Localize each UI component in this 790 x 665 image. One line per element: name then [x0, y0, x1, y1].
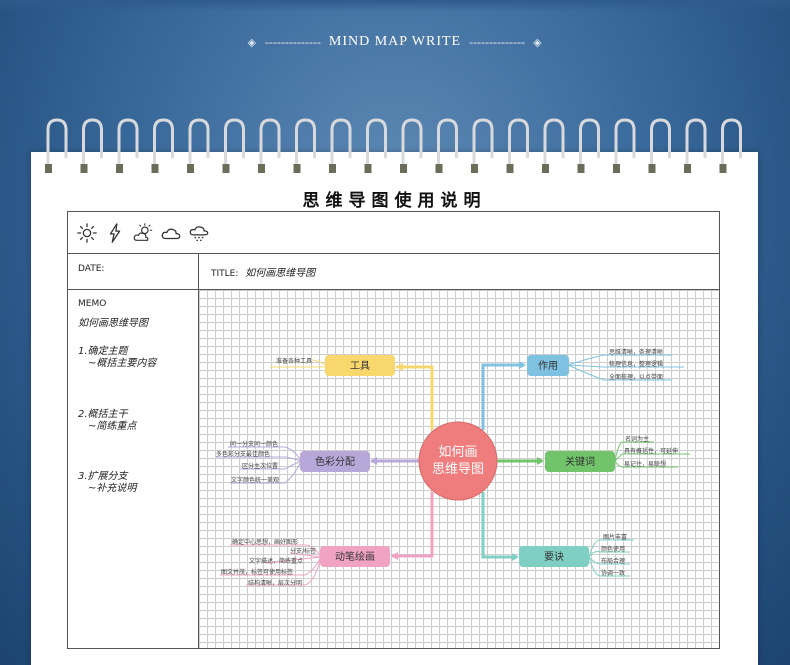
- spiral-ring: [613, 118, 636, 173]
- partly-cloudy-icon[interactable]: [132, 222, 154, 244]
- memo-line: 2.概括主干: [78, 409, 128, 420]
- spiral-ring: [506, 118, 529, 173]
- memo-line: ~概括主要内容: [88, 358, 157, 369]
- sun-icon[interactable]: [76, 222, 98, 244]
- memo-line: ~补充说明: [88, 483, 137, 494]
- date-label: DATE:: [78, 264, 105, 274]
- spiral-ring: [258, 118, 281, 173]
- worksheet: DATE: TITLE: 如何画思维导图 MEMO 如何画思维导图 1.确定主题…: [67, 211, 720, 649]
- spiral-ring: [648, 118, 671, 173]
- rain-icon[interactable]: [188, 222, 210, 244]
- spiral-ring: [684, 118, 707, 173]
- spiral-ring: [577, 118, 600, 173]
- spiral-ring: [435, 118, 458, 173]
- spiral-ring: [45, 118, 68, 173]
- spiral-ring: [116, 118, 139, 173]
- diamond-icon-left: ◈: [247, 36, 257, 49]
- cloud-icon[interactable]: [160, 222, 182, 244]
- memo-line: 如何画思维导图: [78, 318, 148, 329]
- banner-title: MIND MAP WRITE: [328, 34, 462, 49]
- spiral-binding: [45, 118, 742, 173]
- title-value: 如何画思维导图: [245, 268, 316, 279]
- memo-line: 1.确定主题: [78, 346, 128, 357]
- spiral-ring: [80, 118, 103, 173]
- diamond-icon-right: ◈: [533, 36, 543, 49]
- weather-row: [68, 212, 719, 254]
- memo-label: MEMO: [78, 299, 107, 309]
- header-band: [0, 0, 790, 12]
- memo-column: MEMO 如何画思维导图 1.确定主题 ~概括主要内容 2.概括主干 ~简练重点…: [68, 290, 199, 648]
- spiral-ring: [222, 118, 245, 173]
- banner-left-dashes: --------------: [264, 34, 321, 49]
- date-title-row: DATE: TITLE: 如何画思维导图: [68, 254, 719, 290]
- spiral-ring: [293, 118, 316, 173]
- banner: ◈ -------------- MIND MAP WRITE --------…: [0, 34, 790, 50]
- spiral-ring: [151, 118, 174, 173]
- title-label: TITLE:: [211, 269, 239, 279]
- memo-line: 3.扩展分支: [78, 471, 128, 482]
- date-field[interactable]: DATE:: [68, 254, 199, 290]
- spiral-ring: [329, 118, 352, 173]
- lightning-icon[interactable]: [104, 222, 126, 244]
- spiral-ring: [187, 118, 210, 173]
- title-field[interactable]: TITLE: 如何画思维导图: [199, 254, 719, 290]
- spiral-ring: [471, 118, 494, 173]
- spiral-ring: [719, 118, 742, 173]
- page-title: 思维导图使用说明: [302, 191, 487, 211]
- banner-right-dashes: --------------: [469, 34, 526, 49]
- spiral-ring: [364, 118, 387, 173]
- spiral-ring: [400, 118, 423, 173]
- memo-line: ~简练重点: [88, 421, 137, 432]
- grid-paper: [199, 290, 719, 648]
- spiral-ring: [542, 118, 565, 173]
